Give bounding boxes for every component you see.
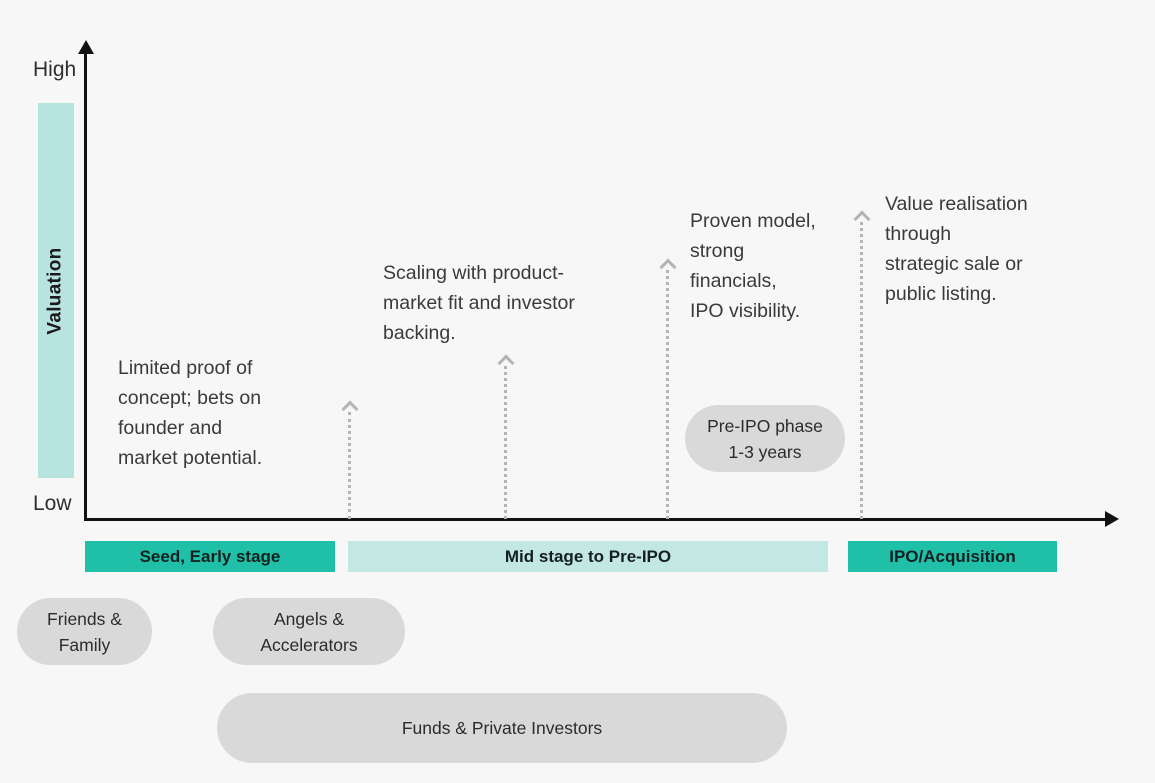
- dotted-up-arrow-seed-icon: [348, 412, 351, 519]
- stage-bar-ipo-acquisition: IPO/Acquisition: [848, 541, 1057, 572]
- y-axis-low-label: Low: [33, 492, 72, 515]
- pill-friends-family: Friends & Family: [17, 598, 152, 665]
- y-axis-arrowhead-icon: [78, 40, 94, 54]
- y-axis-high-label: High: [33, 58, 77, 81]
- dotted-up-arrow-mid-icon: [504, 366, 507, 519]
- valuation-axis-bar: Valuation: [38, 103, 74, 478]
- pill-pre-ipo-phase: Pre-IPO phase 1-3 years: [685, 405, 845, 472]
- annotation-seed-stage: Limited proof of concept; bets on founde…: [118, 357, 263, 469]
- x-axis-arrowhead-icon: [1105, 511, 1119, 527]
- pill-funds-private-investors: Funds & Private Investors: [217, 693, 787, 763]
- x-axis-line: [84, 518, 1108, 521]
- stage-bar-mid-to-pre-ipo: Mid stage to Pre-IPO: [348, 541, 828, 572]
- valuation-axis-label: Valuation: [45, 246, 67, 335]
- annotation-mid-stage: Scaling with product- market fit and inv…: [383, 262, 575, 344]
- dotted-up-arrow-exit-icon: [860, 222, 863, 519]
- pill-angels-accelerators: Angels & Accelerators: [213, 598, 405, 665]
- annotation-pre-ipo: Proven model, strong financials, IPO vis…: [690, 210, 816, 322]
- y-axis-line: [84, 45, 87, 521]
- dotted-up-arrow-pre-ipo-icon: [666, 270, 669, 519]
- stage-bar-seed-early: Seed, Early stage: [85, 541, 335, 572]
- annotation-exit: Value realisation through strategic sale…: [885, 193, 1028, 305]
